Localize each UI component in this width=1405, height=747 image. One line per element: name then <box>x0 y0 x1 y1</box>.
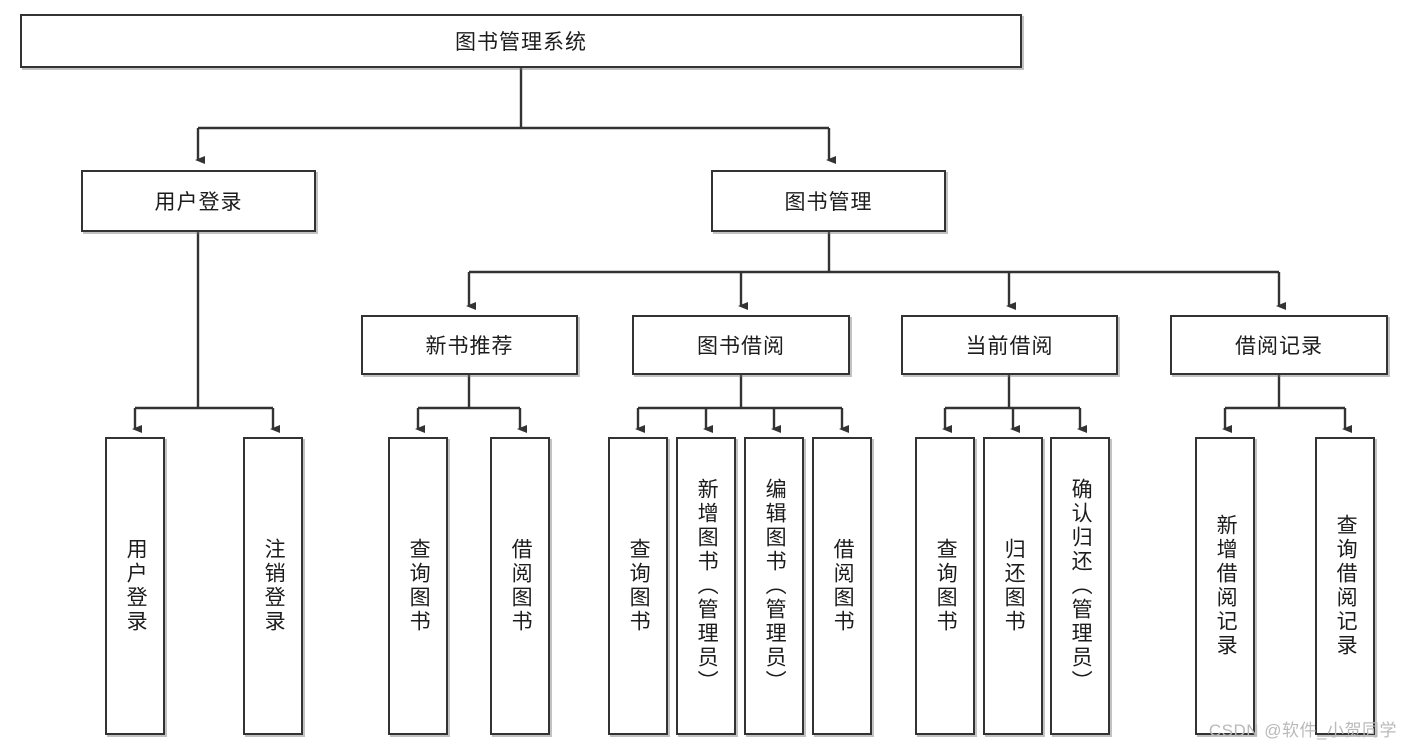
node-book-manage-label: 图书管理 <box>784 191 873 214</box>
node-book-borrow[interactable]: 图书借阅 <box>632 315 850 375</box>
node-leaf-query-book-3[interactable]: 查询图书 <box>915 437 975 735</box>
node-leaf-borrow-book-1[interactable]: 借阅图书 <box>490 437 550 735</box>
node-leaf-edit-book-label: 编辑图书（管理员） <box>763 478 787 694</box>
node-leaf-confirm-return-label: 确认归还（管理员） <box>1069 478 1093 694</box>
node-leaf-query-book-1[interactable]: 查询图书 <box>388 437 448 735</box>
node-leaf-add-book-label: 新增图书（管理员） <box>695 478 719 694</box>
node-leaf-query-book-2-label: 查询图书 <box>627 538 651 634</box>
node-leaf-confirm-return[interactable]: 确认归还（管理员） <box>1050 437 1110 735</box>
node-leaf-query-book-2[interactable]: 查询图书 <box>608 437 668 735</box>
node-borrow-record-label: 借阅记录 <box>1235 335 1323 358</box>
node-leaf-return-book-label: 归还图书 <box>1002 538 1026 634</box>
node-leaf-add-record[interactable]: 新增借阅记录 <box>1195 437 1255 735</box>
node-leaf-query-record-label: 查询借阅记录 <box>1334 514 1358 658</box>
node-leaf-add-record-label: 新增借阅记录 <box>1214 514 1238 658</box>
node-leaf-logout[interactable]: 注销登录 <box>243 437 303 735</box>
node-book-manage[interactable]: 图书管理 <box>711 170 946 232</box>
node-leaf-edit-book[interactable]: 编辑图书（管理员） <box>744 437 804 735</box>
node-new-book-recommend[interactable]: 新书推荐 <box>361 315 578 375</box>
node-current-borrow[interactable]: 当前借阅 <box>901 315 1118 375</box>
node-leaf-return-book[interactable]: 归还图书 <box>983 437 1043 735</box>
node-root-label: 图书管理系统 <box>455 31 587 54</box>
node-leaf-user-login-label: 用户登录 <box>124 538 148 634</box>
node-leaf-user-login[interactable]: 用户登录 <box>105 437 165 735</box>
node-user-login[interactable]: 用户登录 <box>81 170 316 232</box>
node-leaf-borrow-book-2[interactable]: 借阅图书 <box>812 437 872 735</box>
node-leaf-query-book-1-label: 查询图书 <box>407 538 431 634</box>
node-leaf-borrow-book-2-label: 借阅图书 <box>831 538 855 634</box>
node-borrow-record[interactable]: 借阅记录 <box>1170 315 1388 375</box>
node-current-borrow-label: 当前借阅 <box>965 335 1054 358</box>
node-leaf-borrow-book-1-label: 借阅图书 <box>509 538 533 634</box>
node-user-login-label: 用户登录 <box>154 191 243 214</box>
node-leaf-logout-label: 注销登录 <box>262 538 286 634</box>
node-book-borrow-label: 图书借阅 <box>697 335 785 358</box>
node-leaf-add-book[interactable]: 新增图书（管理员） <box>676 437 736 735</box>
node-leaf-query-book-3-label: 查询图书 <box>934 538 958 634</box>
node-new-book-recommend-label: 新书推荐 <box>425 335 514 358</box>
node-leaf-query-record[interactable]: 查询借阅记录 <box>1315 437 1375 735</box>
node-root[interactable]: 图书管理系统 <box>20 14 1022 68</box>
